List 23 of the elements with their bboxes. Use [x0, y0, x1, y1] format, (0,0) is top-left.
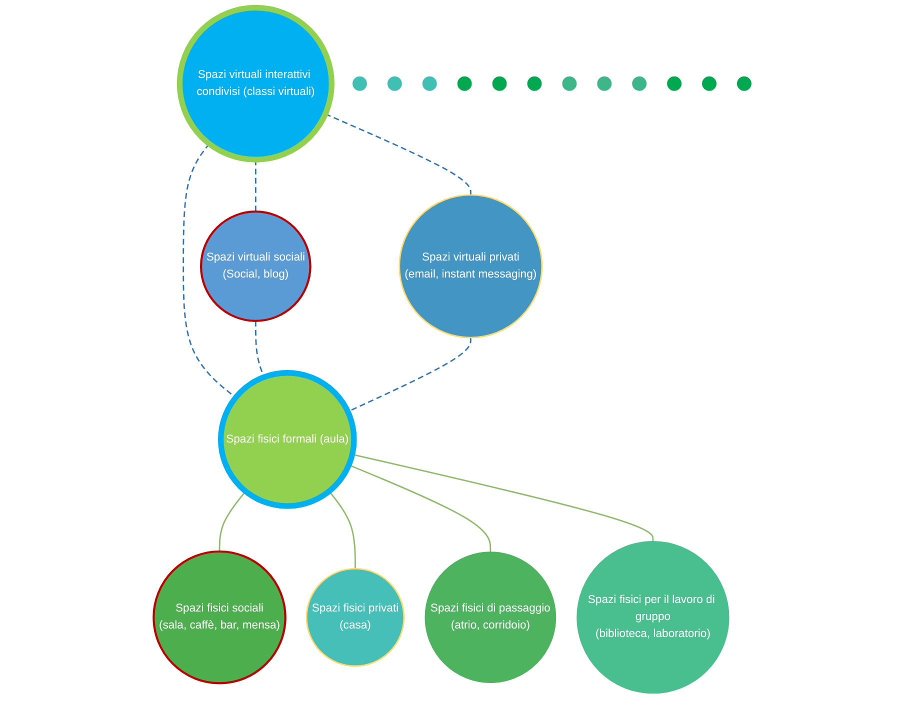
node-circle: Spazi fisici di passaggio (atrio, corridoio): [424, 552, 556, 684]
node-circle: [632, 76, 646, 91]
node-circle: [562, 76, 576, 91]
node-circle: Spazi fisici per il lavoro di gruppo (biblioteca, laboratorio): [576, 541, 729, 694]
connector: [328, 490, 356, 569]
node-circle: [736, 76, 752, 91]
node-circle: Spazi virtuali interattivi condivisi (classi virtuali): [176, 4, 334, 162]
node-circle: [702, 76, 716, 91]
node-circle: Spazi virtuali privati (email, instant messaging): [398, 194, 542, 338]
connector: [324, 113, 471, 195]
node-circle: [492, 76, 506, 91]
node-circle: [666, 76, 682, 91]
node-circle: [526, 76, 542, 91]
node-circle: Spazi virtuali sociali (Social, blog): [200, 210, 311, 322]
node-circle: [422, 76, 436, 91]
node-circle: Spazi fisici privati (casa): [305, 568, 404, 667]
node-circle: Spazi fisici formali (aula): [218, 370, 356, 509]
node-circle: [387, 76, 402, 91]
node-circle: [352, 76, 367, 91]
connector: [254, 160, 256, 212]
node-circle: Spazi fisici sociali (sala, caffè, bar, mensa): [152, 550, 286, 684]
node-circle: [456, 76, 472, 91]
node-circle: [596, 76, 612, 91]
